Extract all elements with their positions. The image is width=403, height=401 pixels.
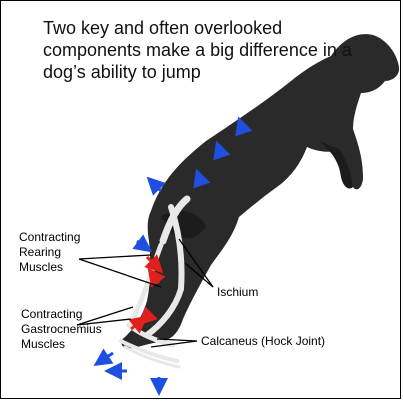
force-arrow (219, 149, 221, 155)
label-ischium: Ischium (217, 285, 258, 300)
force-arrow (137, 241, 145, 247)
force-arrow (199, 177, 201, 183)
label-calcaneus: Calcaneus (Hock Joint) (201, 334, 325, 349)
leader-rearing-1 (79, 255, 151, 259)
force-arrow (101, 353, 113, 361)
force-arrow (153, 183, 161, 191)
diagram-caption: Two key and often overlooked components … (43, 17, 373, 83)
label-rearing-muscles: Contracting Rearing Muscles (19, 230, 80, 275)
label-gastrocnemius-muscles: Contracting Gastrocnemius Muscles (21, 307, 102, 352)
force-arrow (241, 125, 243, 131)
